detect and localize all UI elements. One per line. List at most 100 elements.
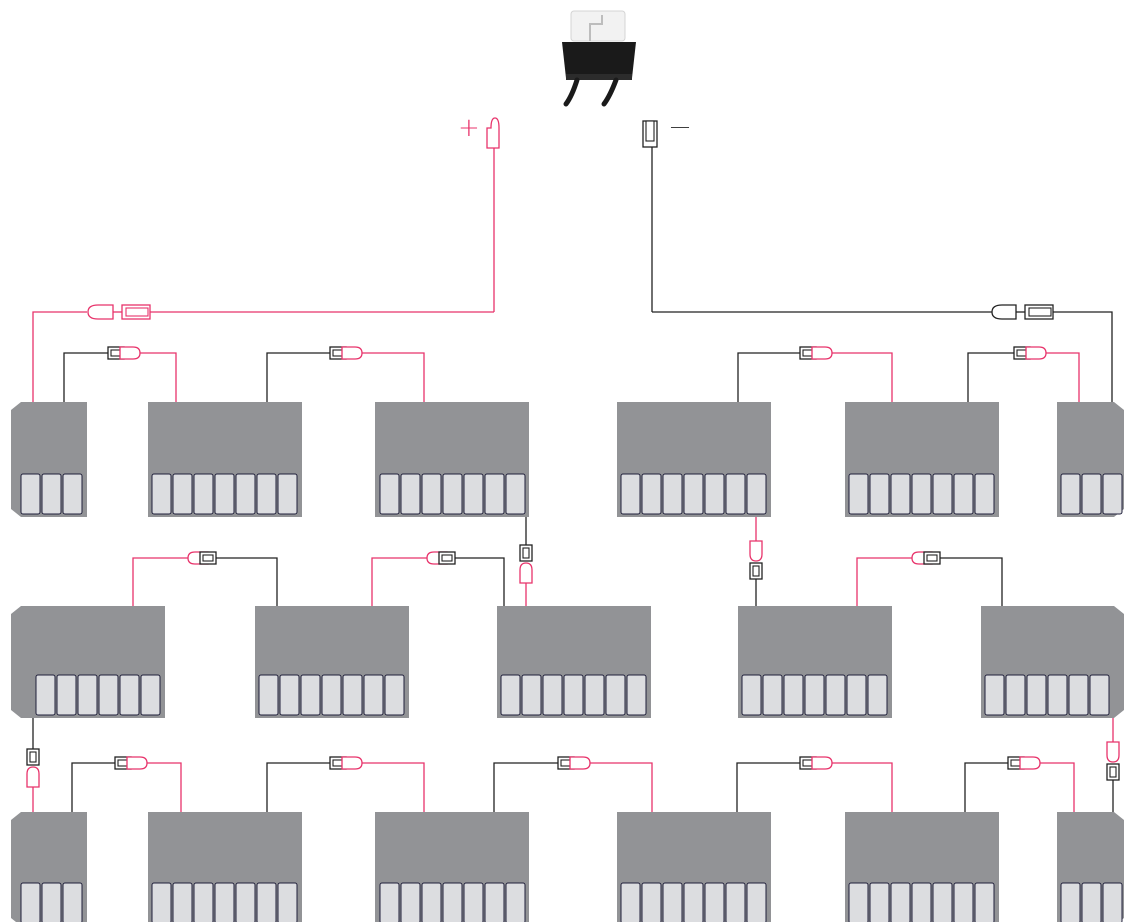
pv-cell (484, 473, 505, 515)
negative-wire (266, 352, 330, 402)
pv-cell (1102, 882, 1123, 922)
pv-cell (235, 473, 256, 515)
negative-wire (737, 352, 800, 402)
positive-wire (589, 762, 653, 812)
mc4-male-connector-icon (811, 346, 833, 360)
pv-cell (214, 473, 235, 515)
negative-wire (736, 762, 800, 812)
pv-cell (1060, 473, 1081, 515)
positive-wire (132, 557, 194, 606)
solar-panel-icon (11, 606, 165, 718)
solar-panel-icon (11, 402, 87, 517)
solar-panel-icon (11, 812, 87, 922)
positive-wire (371, 557, 433, 606)
positive-wire (146, 762, 182, 812)
mc4-connector-pair (1007, 756, 1041, 770)
mc4-connector-pair (187, 551, 217, 565)
positive-wire (856, 557, 918, 606)
pv-cell (193, 882, 214, 922)
mc4-connector-pair-vertical (1106, 741, 1120, 781)
negative-wire (63, 352, 108, 402)
pv-cell (151, 882, 172, 922)
pv-cell (277, 473, 298, 515)
pv-cell (421, 882, 442, 922)
solar-panel-icon (375, 812, 529, 922)
pv-cell (1047, 674, 1068, 716)
pv-cell (662, 473, 683, 515)
solar-panel-icon (981, 606, 1124, 718)
pv-cell (1102, 473, 1123, 515)
mc4-male-connector-icon (569, 756, 591, 770)
mc4-female-connector-icon (1106, 763, 1120, 781)
pv-cell (1081, 882, 1102, 922)
pv-cell (279, 674, 300, 716)
pv-cell (911, 882, 932, 922)
pv-cell (258, 674, 279, 716)
pv-cell (704, 473, 725, 515)
pv-cell (505, 882, 526, 922)
pv-cell (584, 674, 605, 716)
mc4-male-connector-icon (341, 756, 363, 770)
pv-cell (620, 882, 641, 922)
mc4-male-connector-icon (341, 346, 363, 360)
pv-cell (505, 473, 526, 515)
positive-wire (1044, 352, 1080, 402)
pv-cell (484, 882, 505, 922)
pv-cell (62, 882, 83, 922)
pv-cell (172, 473, 193, 515)
pv-cell (746, 882, 767, 922)
pv-cell (932, 882, 953, 922)
pv-cell (953, 882, 974, 922)
mc4-male-connector-icon (26, 766, 40, 788)
mc4-connector-pair (557, 756, 591, 770)
pv-cell (605, 674, 626, 716)
string-wires (32, 352, 1114, 812)
pv-cell (1026, 674, 1047, 716)
home-run-negative-connector (991, 304, 1054, 320)
pv-cell (626, 674, 647, 716)
positive-wire (139, 352, 177, 402)
pv-cell (500, 674, 521, 716)
pv-cell (62, 473, 83, 515)
solar-panel-icon (148, 402, 302, 517)
pv-cell (400, 882, 421, 922)
pv-cell (974, 882, 995, 922)
negative-terminal-label: — (670, 114, 690, 138)
mc4-female-connector-icon (438, 551, 456, 565)
negative-wire (216, 557, 278, 606)
pv-cell (620, 473, 641, 515)
mc4-male-connector-icon (749, 540, 763, 562)
mc4-connectors (26, 346, 1120, 788)
negative-wire (964, 762, 1009, 812)
solar-panel-icon (1057, 812, 1124, 922)
pv-cell (256, 473, 277, 515)
pv-cell (20, 882, 41, 922)
mc4-connector-pair-vertical (749, 540, 763, 580)
pv-cell (1081, 473, 1102, 515)
pv-cell (641, 882, 662, 922)
solar-panel-icon (738, 606, 892, 718)
pv-cell (521, 674, 542, 716)
pv-cell (911, 473, 932, 515)
pv-cell (890, 473, 911, 515)
pv-cell (400, 473, 421, 515)
mc4-male-connector-icon (126, 756, 148, 770)
negative-wire (967, 352, 1014, 402)
mc4-male-connector-icon (119, 346, 141, 360)
pv-cell (974, 473, 995, 515)
pv-cell (172, 882, 193, 922)
negative-wire (266, 762, 330, 812)
positive-lead (486, 117, 500, 312)
pv-cell (214, 882, 235, 922)
pv-cell (256, 882, 277, 922)
mc4-connector-pair (799, 346, 833, 360)
pv-cell (683, 473, 704, 515)
pv-cell (363, 674, 384, 716)
pv-cell (825, 674, 846, 716)
power-optimizer-icon (562, 10, 636, 107)
mc4-male-connector-icon (811, 756, 833, 770)
pv-cell (56, 674, 77, 716)
pv-cell (683, 882, 704, 922)
mc4-female-connector-icon (923, 551, 941, 565)
solar-panel-icon (148, 812, 302, 922)
